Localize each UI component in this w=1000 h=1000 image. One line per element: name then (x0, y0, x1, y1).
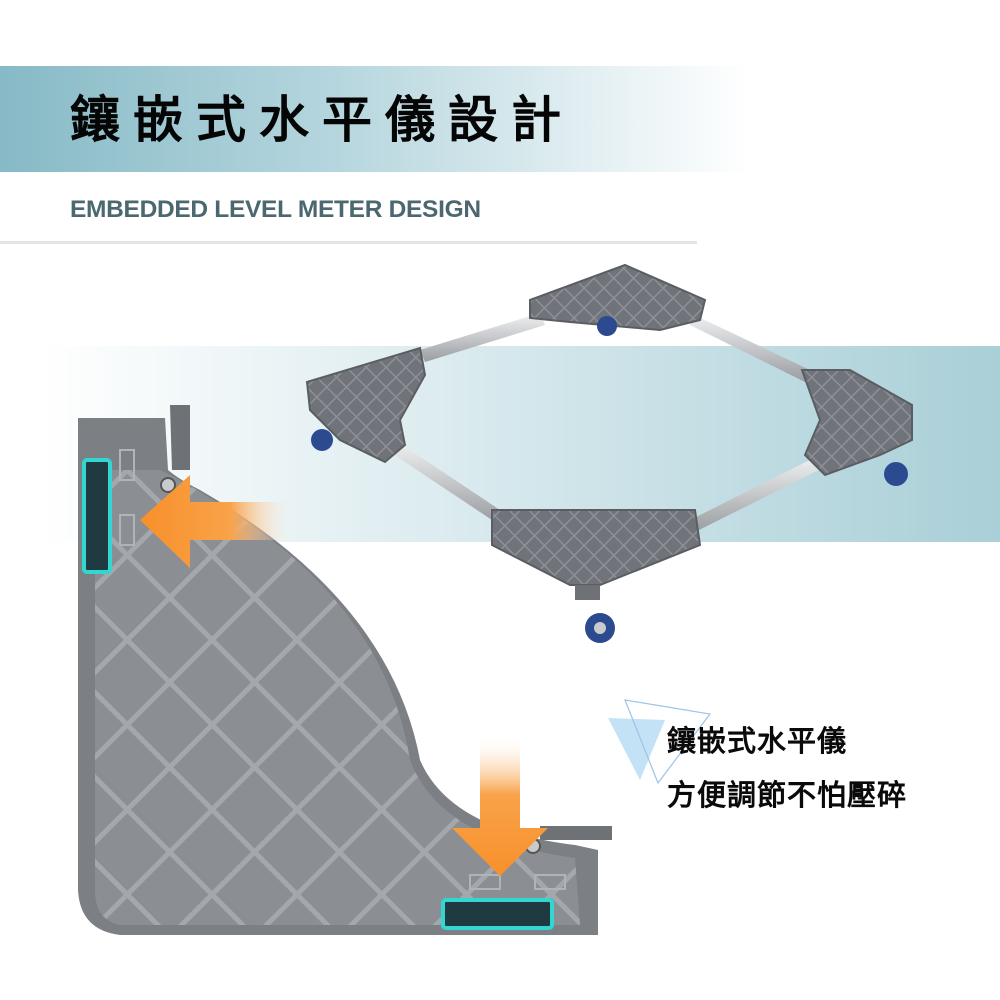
level-meter-vertical (82, 458, 112, 574)
decorative-triangle-outline (624, 699, 712, 785)
level-meter-horizontal (441, 898, 554, 930)
decorative-triangle (608, 718, 665, 780)
page-title: 鑲嵌式水平儀設計 (70, 91, 574, 149)
arrow-down-icon (452, 740, 548, 876)
divider (0, 241, 697, 244)
page-subtitle: EMBEDDED LEVEL METER DESIGN (70, 196, 481, 223)
arrow-left-icon (140, 475, 290, 568)
corner-bracket-closeup (78, 405, 612, 935)
caption-line-2: 方便調節不怕壓碎 (667, 778, 908, 812)
caption-line-1: 鑲嵌式水平儀 (667, 724, 848, 758)
title-banner (0, 66, 750, 172)
mobile-base-stand (305, 263, 913, 643)
